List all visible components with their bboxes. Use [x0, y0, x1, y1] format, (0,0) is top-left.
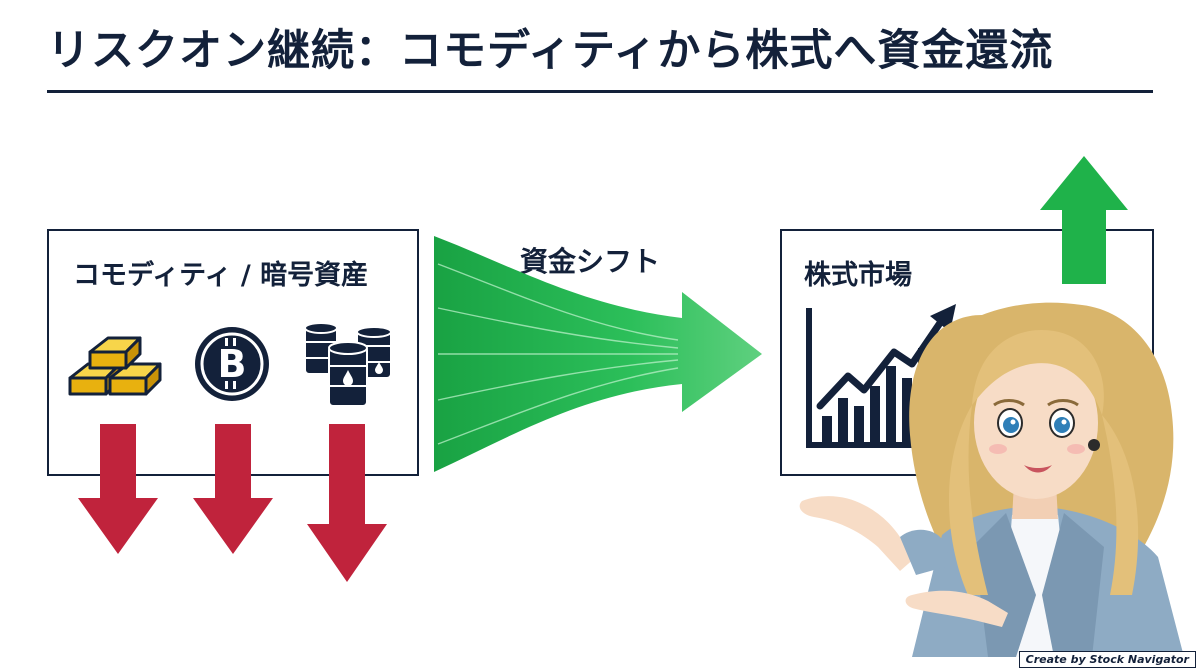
presenter-woman-icon: [799, 302, 1184, 657]
oil-barrels-icon: [304, 322, 392, 407]
bitcoin-icon: B: [195, 327, 269, 401]
bitcoin-symbol: B: [218, 342, 247, 386]
stock-up-arrow-icon: [1040, 156, 1128, 284]
gold-bars-icon: [68, 336, 162, 396]
title-divider: [47, 90, 1153, 93]
capital-flow-arrow-icon: [434, 236, 762, 472]
page-title: リスクオン継続：コモディティから株式へ資金還流: [47, 26, 1054, 76]
oil-down-arrow-icon: [307, 424, 387, 582]
stock-market-label: 株式市場: [804, 260, 912, 291]
bitcoin-down-arrow-icon: [193, 424, 273, 554]
credit-badge: Create by Stock Navigator: [1018, 651, 1196, 668]
capital-shift-label: 資金シフト: [520, 245, 661, 278]
commodity-crypto-label: コモディティ / 暗号資産: [73, 260, 369, 291]
gold-down-arrow-icon: [78, 424, 158, 554]
